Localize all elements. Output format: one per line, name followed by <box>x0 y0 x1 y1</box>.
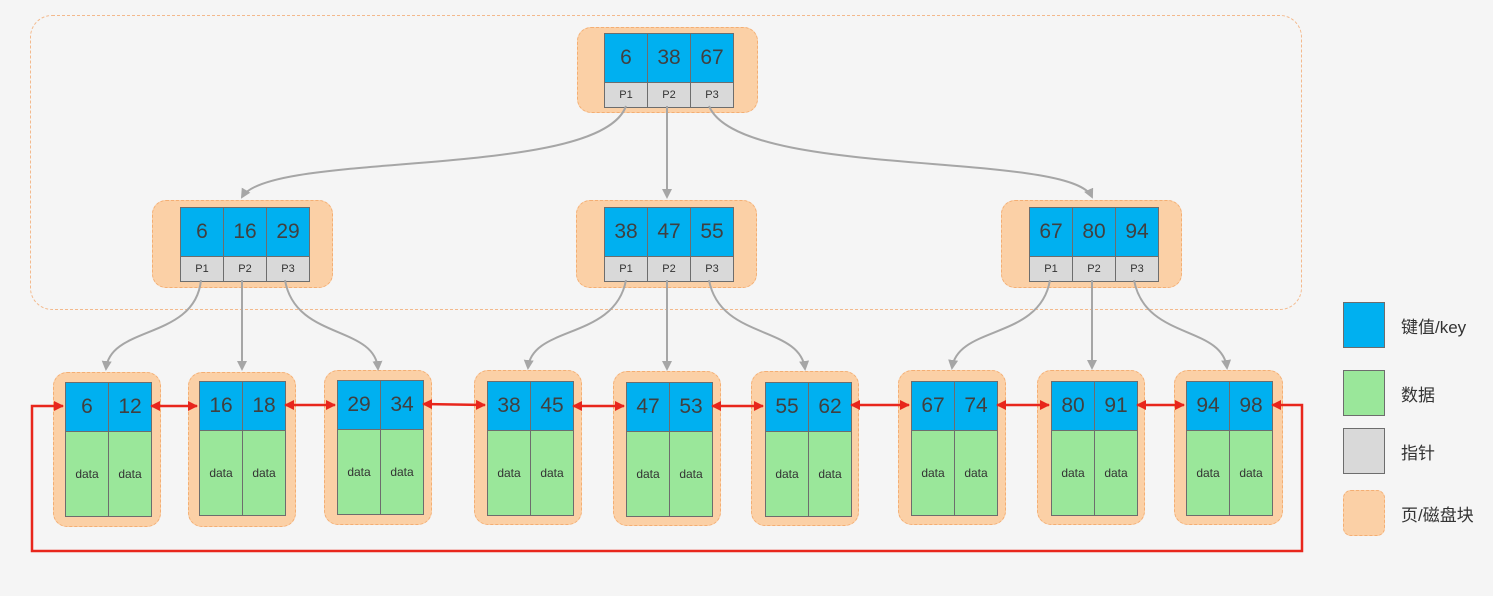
pointer-cell: P1 <box>605 257 647 281</box>
data-cell: data <box>1052 431 1094 515</box>
legend-label: 键值/key <box>1401 317 1467 337</box>
legend-item-page: 页/磁盘块 <box>1343 490 1474 536</box>
data-cell: data <box>1230 431 1272 515</box>
data-cell: data <box>381 430 423 514</box>
data-cell: data <box>912 431 954 515</box>
legend-label: 页/磁盘块 <box>1401 505 1474 525</box>
tree-arrow <box>948 279 1051 370</box>
data-cell: data <box>1095 431 1137 515</box>
pointer-cell: P1 <box>605 83 647 107</box>
tree-arrow <box>240 105 627 199</box>
key-cell: 67 <box>1030 208 1072 257</box>
legend-item-data: 数据 <box>1343 370 1435 416</box>
data-cell: data <box>338 430 380 514</box>
key-cell: 16 <box>224 208 266 257</box>
data-cell: data <box>955 431 997 515</box>
key-cell: 29 <box>267 208 309 257</box>
data-cell: data <box>109 432 151 516</box>
key-swatch <box>1343 302 1385 348</box>
pointer-cell: P3 <box>267 257 309 281</box>
pointer-cell: P2 <box>224 257 266 281</box>
tree-arrow <box>1133 279 1232 370</box>
data-cell: data <box>488 431 530 515</box>
data-cell: data <box>766 432 808 516</box>
pointer-cell: P2 <box>1073 257 1115 281</box>
legend-label: 数据 <box>1401 385 1435 405</box>
key-cell: 55 <box>691 208 733 257</box>
pointer-cell: P1 <box>1030 257 1072 281</box>
key-cell: 38 <box>648 34 690 83</box>
key-cell: 38 <box>605 208 647 257</box>
data-cell: data <box>809 432 851 516</box>
key-cell: 6 <box>605 34 647 83</box>
leaf-link <box>422 399 486 410</box>
data-cell: data <box>670 432 712 516</box>
pointer-cell: P1 <box>181 257 223 281</box>
pointer-cell: P3 <box>691 257 733 281</box>
key-cell: 67 <box>691 34 733 83</box>
tree-arrow <box>284 279 383 371</box>
pointer-cell: P2 <box>648 83 690 107</box>
key-cell: 80 <box>1073 208 1115 257</box>
data-cell: data <box>627 432 669 516</box>
pointer-swatch <box>1343 428 1385 474</box>
pointer-cell: P3 <box>691 83 733 107</box>
data-cell: data <box>243 431 285 515</box>
pointer-cell: P3 <box>1116 257 1158 281</box>
key-cell: 47 <box>648 208 690 257</box>
legend-item-key: 键值/key <box>1343 302 1466 348</box>
legend-item-pointer: 指针 <box>1343 428 1435 474</box>
tree-arrow <box>708 105 1094 199</box>
data-cell: data <box>200 431 242 515</box>
tree-arrow <box>708 279 810 371</box>
data-cell: data <box>1187 431 1229 515</box>
pointer-cell: P2 <box>648 257 690 281</box>
legend-label: 指针 <box>1401 443 1435 463</box>
tree-arrow <box>101 279 202 371</box>
data-swatch <box>1343 370 1385 416</box>
leaf-wrap-link <box>30 400 1304 553</box>
tree-arrow <box>523 279 627 370</box>
data-cell: data <box>66 432 108 516</box>
key-cell: 6 <box>181 208 223 257</box>
data-cell: data <box>531 431 573 515</box>
page-swatch <box>1343 490 1385 536</box>
key-cell: 94 <box>1116 208 1158 257</box>
